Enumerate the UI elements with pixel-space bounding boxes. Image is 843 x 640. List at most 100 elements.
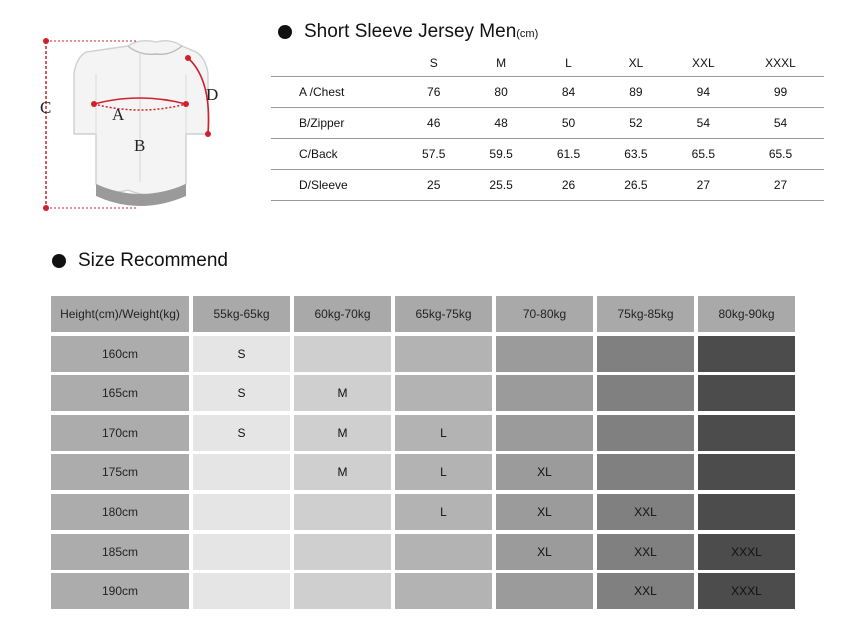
size-cell: [597, 414, 694, 451]
size-cell: S: [193, 414, 290, 451]
table-row: D/Sleeve 25 25.5 26 26.5 27 27: [271, 169, 824, 201]
table-cell: 52: [602, 107, 670, 139]
table-cell: 26.5: [602, 169, 670, 201]
size-cell: [698, 335, 795, 372]
size-cell: [294, 335, 391, 372]
jersey-size-table: S M L XL XXL XXXL A /Chest 76 80 84 89 9…: [271, 50, 824, 201]
size-cell: XXXL: [698, 533, 795, 570]
size-cell: [597, 454, 694, 491]
size-cell: XL: [496, 533, 593, 570]
table-cell: 50: [534, 107, 603, 139]
table-cell: 54: [737, 107, 824, 139]
height-label: 180cm: [51, 493, 189, 530]
size-recommend-grid: Height(cm)/Weight(kg) 55kg-65kg 60kg-70k…: [51, 296, 795, 610]
size-cell: [698, 493, 795, 530]
size-cell: [294, 573, 391, 610]
size-cell: [395, 573, 492, 610]
size-cell: XL: [496, 454, 593, 491]
jersey-body-shape: [73, 39, 209, 196]
height-label: 175cm: [51, 454, 189, 491]
recommend-section-title: Size Recommend: [78, 250, 228, 271]
table-cell: 89: [602, 76, 670, 108]
table-cell: 25: [400, 169, 468, 201]
height-label: 165cm: [51, 375, 189, 412]
sleeve-line: [187, 57, 210, 135]
size-cell: L: [395, 454, 492, 491]
height-label: 160cm: [51, 335, 189, 372]
size-cell: [698, 414, 795, 451]
height-label: 170cm: [51, 414, 189, 451]
size-cell: [395, 533, 492, 570]
size-cell: XXL: [597, 493, 694, 530]
table-row: C/Back 57.5 59.5 61.5 63.5 65.5 65.5: [271, 138, 824, 170]
size-header-row: S M L XL XXL XXXL: [271, 50, 824, 77]
row-label: A /Chest: [271, 76, 400, 108]
size-header: L: [534, 50, 603, 77]
size-header: M: [467, 50, 535, 77]
table-cell: 46: [400, 107, 468, 139]
weight-header: 75kg-85kg: [597, 296, 694, 332]
height-label: 185cm: [51, 533, 189, 570]
size-cell: XXL: [597, 533, 694, 570]
size-cell: S: [193, 375, 290, 412]
size-cell: [496, 335, 593, 372]
size-cell: [395, 375, 492, 412]
table-cell: 57.5: [400, 138, 468, 170]
table-cell: 65.5: [737, 138, 824, 170]
weight-header: 80kg-90kg: [698, 296, 795, 332]
table-row: B/Zipper 46 48 50 52 54 54: [271, 107, 824, 139]
size-cell: S: [193, 335, 290, 372]
size-cell: [597, 335, 694, 372]
table-cell: 26: [534, 169, 603, 201]
table-cell: 65.5: [669, 138, 738, 170]
label-c: C: [40, 98, 52, 117]
size-cell: XXXL: [698, 573, 795, 610]
size-cell: [698, 454, 795, 491]
size-header: S: [400, 50, 468, 77]
table-cell: 27: [669, 169, 738, 201]
table-cell: 63.5: [602, 138, 670, 170]
table-cell: 84: [534, 76, 603, 108]
row-label: D/Sleeve: [271, 169, 400, 201]
size-header: XXXL: [737, 50, 824, 77]
size-cell: [193, 533, 290, 570]
size-cell: [698, 375, 795, 412]
size-cell: M: [294, 375, 391, 412]
weight-header: 55kg-65kg: [193, 296, 290, 332]
table-cell: 48: [467, 107, 535, 139]
table-cell: 94: [669, 76, 738, 108]
size-cell: [193, 573, 290, 610]
size-cell: [294, 533, 391, 570]
weight-header: 70-80kg: [496, 296, 593, 332]
weight-header: 65kg-75kg: [395, 296, 492, 332]
table-cell: 76: [400, 76, 468, 108]
grid-corner-header: Height(cm)/Weight(kg): [51, 296, 189, 332]
size-cell: [597, 375, 694, 412]
chest-line: [93, 97, 187, 105]
size-cell: M: [294, 414, 391, 451]
table-cell: 80: [467, 76, 535, 108]
weight-header: 60kg-70kg: [294, 296, 391, 332]
size-cell: [395, 335, 492, 372]
bullet-icon: [52, 254, 66, 268]
table-cell: 25.5: [467, 169, 535, 201]
jersey-section-title: Short Sleeve Jersey Men(cm): [304, 21, 539, 42]
size-cell: L: [395, 493, 492, 530]
size-cell: [193, 454, 290, 491]
size-cell: [294, 493, 391, 530]
jersey-diagram: C A B D: [36, 34, 256, 216]
bullet-icon: [278, 25, 292, 39]
size-cell: [496, 573, 593, 610]
label-d: D: [206, 85, 219, 104]
corner-cell: [271, 50, 400, 77]
size-cell: L: [395, 414, 492, 451]
size-cell: XXL: [597, 573, 694, 610]
table-cell: 59.5: [467, 138, 535, 170]
table-cell: 54: [669, 107, 738, 139]
height-label: 190cm: [51, 573, 189, 610]
table-row: A /Chest 76 80 84 89 94 99: [271, 76, 824, 108]
size-header: XL: [602, 50, 670, 77]
size-cell: [193, 493, 290, 530]
table-cell: 61.5: [534, 138, 603, 170]
row-label: B/Zipper: [271, 107, 400, 139]
